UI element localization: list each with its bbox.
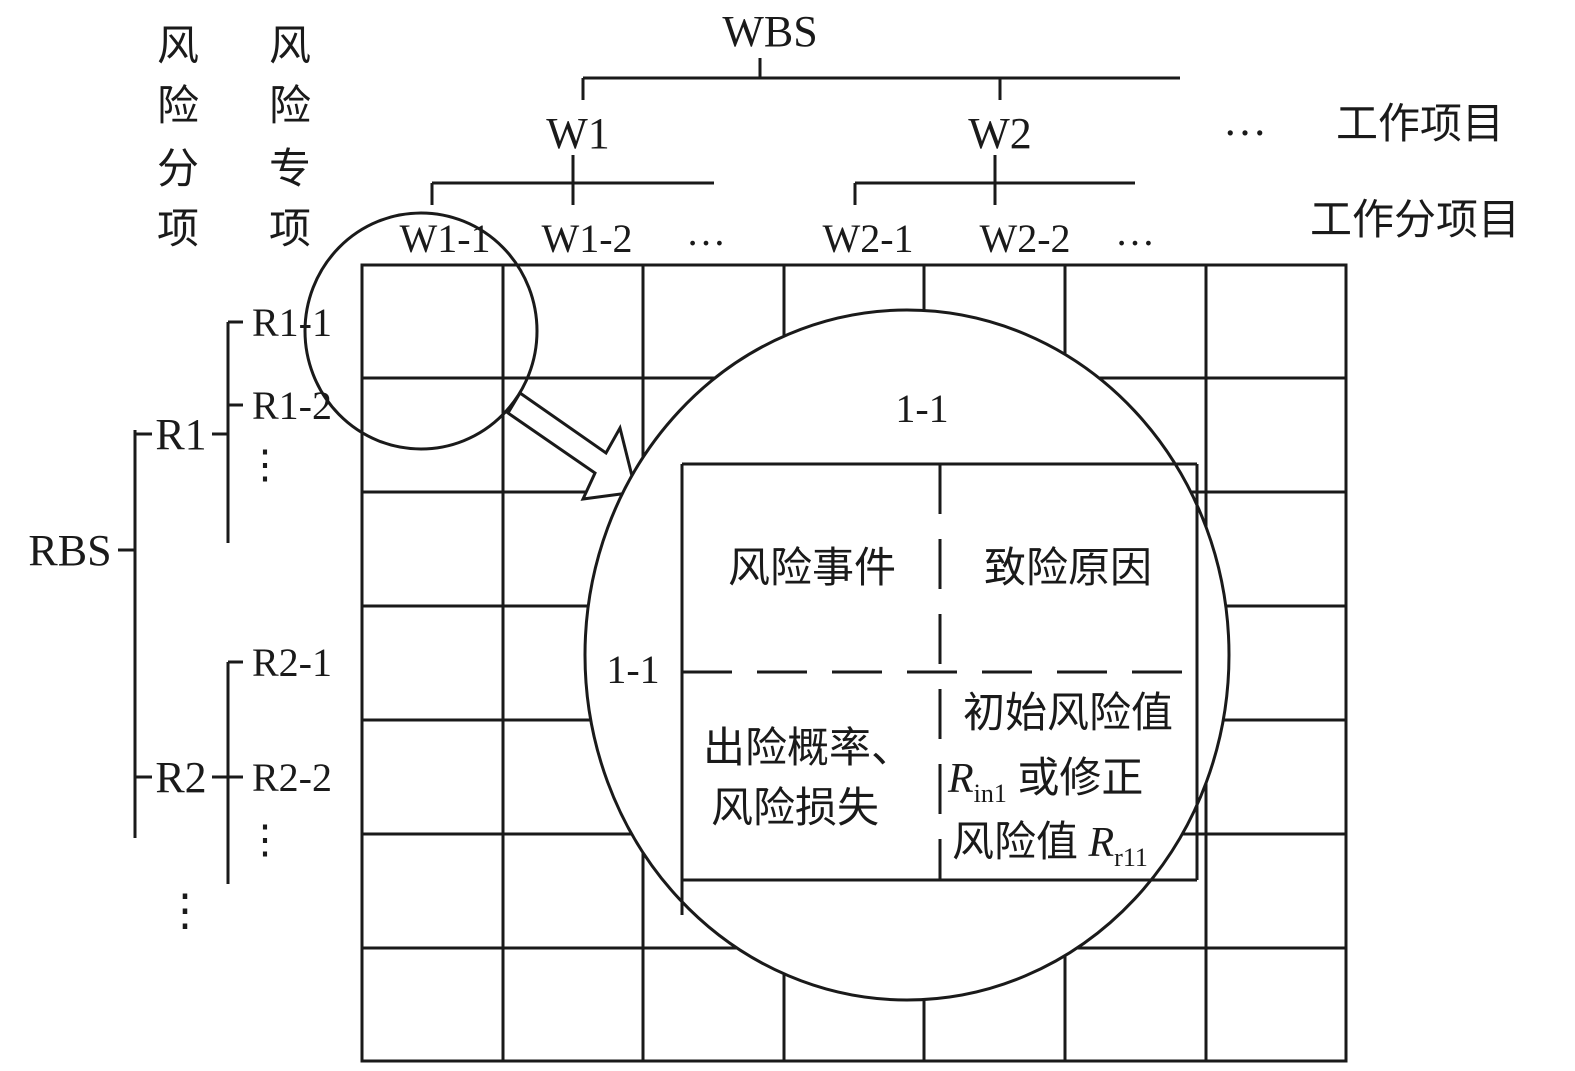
wbs-subitem-w2-2: W2-2 — [979, 216, 1070, 261]
rbs-tree: RBS R1 R2 ⋮ R1-1 R1-2 ⋮ R2-1 R2-2 ⋮ — [28, 300, 332, 935]
wbs-subitems-ellipsis: … — [686, 209, 726, 254]
rbs-root: RBS — [28, 526, 111, 575]
wbs-root: WBS — [722, 7, 817, 56]
rbs-subitem-r2-1: R2-1 — [252, 640, 332, 685]
subscript-r11: r11 — [1114, 843, 1148, 872]
r-symbol: R — [1088, 820, 1115, 866]
rbs-item-r2: R2 — [155, 753, 206, 802]
wbs-subitem-w1-2: W1-2 — [541, 216, 632, 261]
wbs-items-label: 工作项目 — [1336, 102, 1504, 148]
label-char: 项 — [269, 207, 311, 253]
r-symbol: R — [947, 756, 974, 802]
highlight-circle — [303, 211, 539, 451]
label-char: 风 — [157, 24, 199, 70]
detail-top-label: 1-1 — [895, 386, 948, 431]
wbs-item-w2: W2 — [968, 109, 1032, 158]
risk-value-line1: 初始风险值 — [963, 690, 1173, 737]
detail-left-label: 1-1 — [606, 647, 659, 692]
wbs-tree: WBS W1 W2 … 工作项目 W1-1 W1-2 … W2-1 W2-2 …… — [399, 7, 1520, 261]
rbs-subitem-r1-1: R1-1 — [252, 300, 332, 345]
rbs-subitem-r1-2: R1-2 — [252, 383, 332, 428]
label-char: 分 — [157, 147, 199, 193]
wbs-item-w1: W1 — [546, 109, 610, 158]
rbs-column-labels: 风 险 分 项 风 险 专 项 — [157, 24, 311, 253]
subscript-in1: in1 — [974, 779, 1007, 808]
magnified-cell-detail: 1-1 1-1 风险事件 致险原因 出险概率、 风险损失 初始风险值 Rin1 … — [583, 308, 1231, 1002]
probability-label-line1: 出险概率、 — [703, 725, 913, 772]
label-char: 险 — [157, 83, 199, 130]
wbs-items-ellipsis: … — [1223, 96, 1267, 145]
wbs-subitems-label: 工作分项目 — [1310, 198, 1520, 244]
probability-label-line2: 风险损失 — [711, 785, 879, 832]
wbs-subitems-ellipsis-2: … — [1115, 209, 1155, 254]
risk-value-line3: 风险值 Rr11 — [952, 819, 1148, 872]
rbs-subitem-r2-2: R2-2 — [252, 755, 332, 800]
wbs-subitem-w2-1: W2-1 — [822, 216, 913, 261]
label-char: 险 — [269, 83, 311, 130]
risk-value-line2: Rin1 或修正 — [947, 756, 1143, 808]
wbs-subitem-w1-1: W1-1 — [399, 216, 490, 261]
risk-event-label: 风险事件 — [728, 545, 896, 592]
rbs-subitems-ellipsis: ⋮ — [245, 442, 285, 487]
or-corrected-text: 或修正 — [1007, 756, 1144, 802]
label-char: 专 — [269, 147, 311, 193]
label-char: 风 — [269, 24, 311, 70]
risk-cause-label: 致险原因 — [984, 545, 1152, 592]
rbs-items-ellipsis: ⋮ — [163, 886, 207, 935]
label-char: 项 — [157, 207, 199, 253]
rbs-subitems-ellipsis-2: ⋮ — [245, 817, 285, 862]
rbs-item-r1: R1 — [155, 410, 206, 459]
risk-value-text: 风险值 — [952, 819, 1089, 866]
zoom-arrow-icon — [505, 390, 638, 501]
